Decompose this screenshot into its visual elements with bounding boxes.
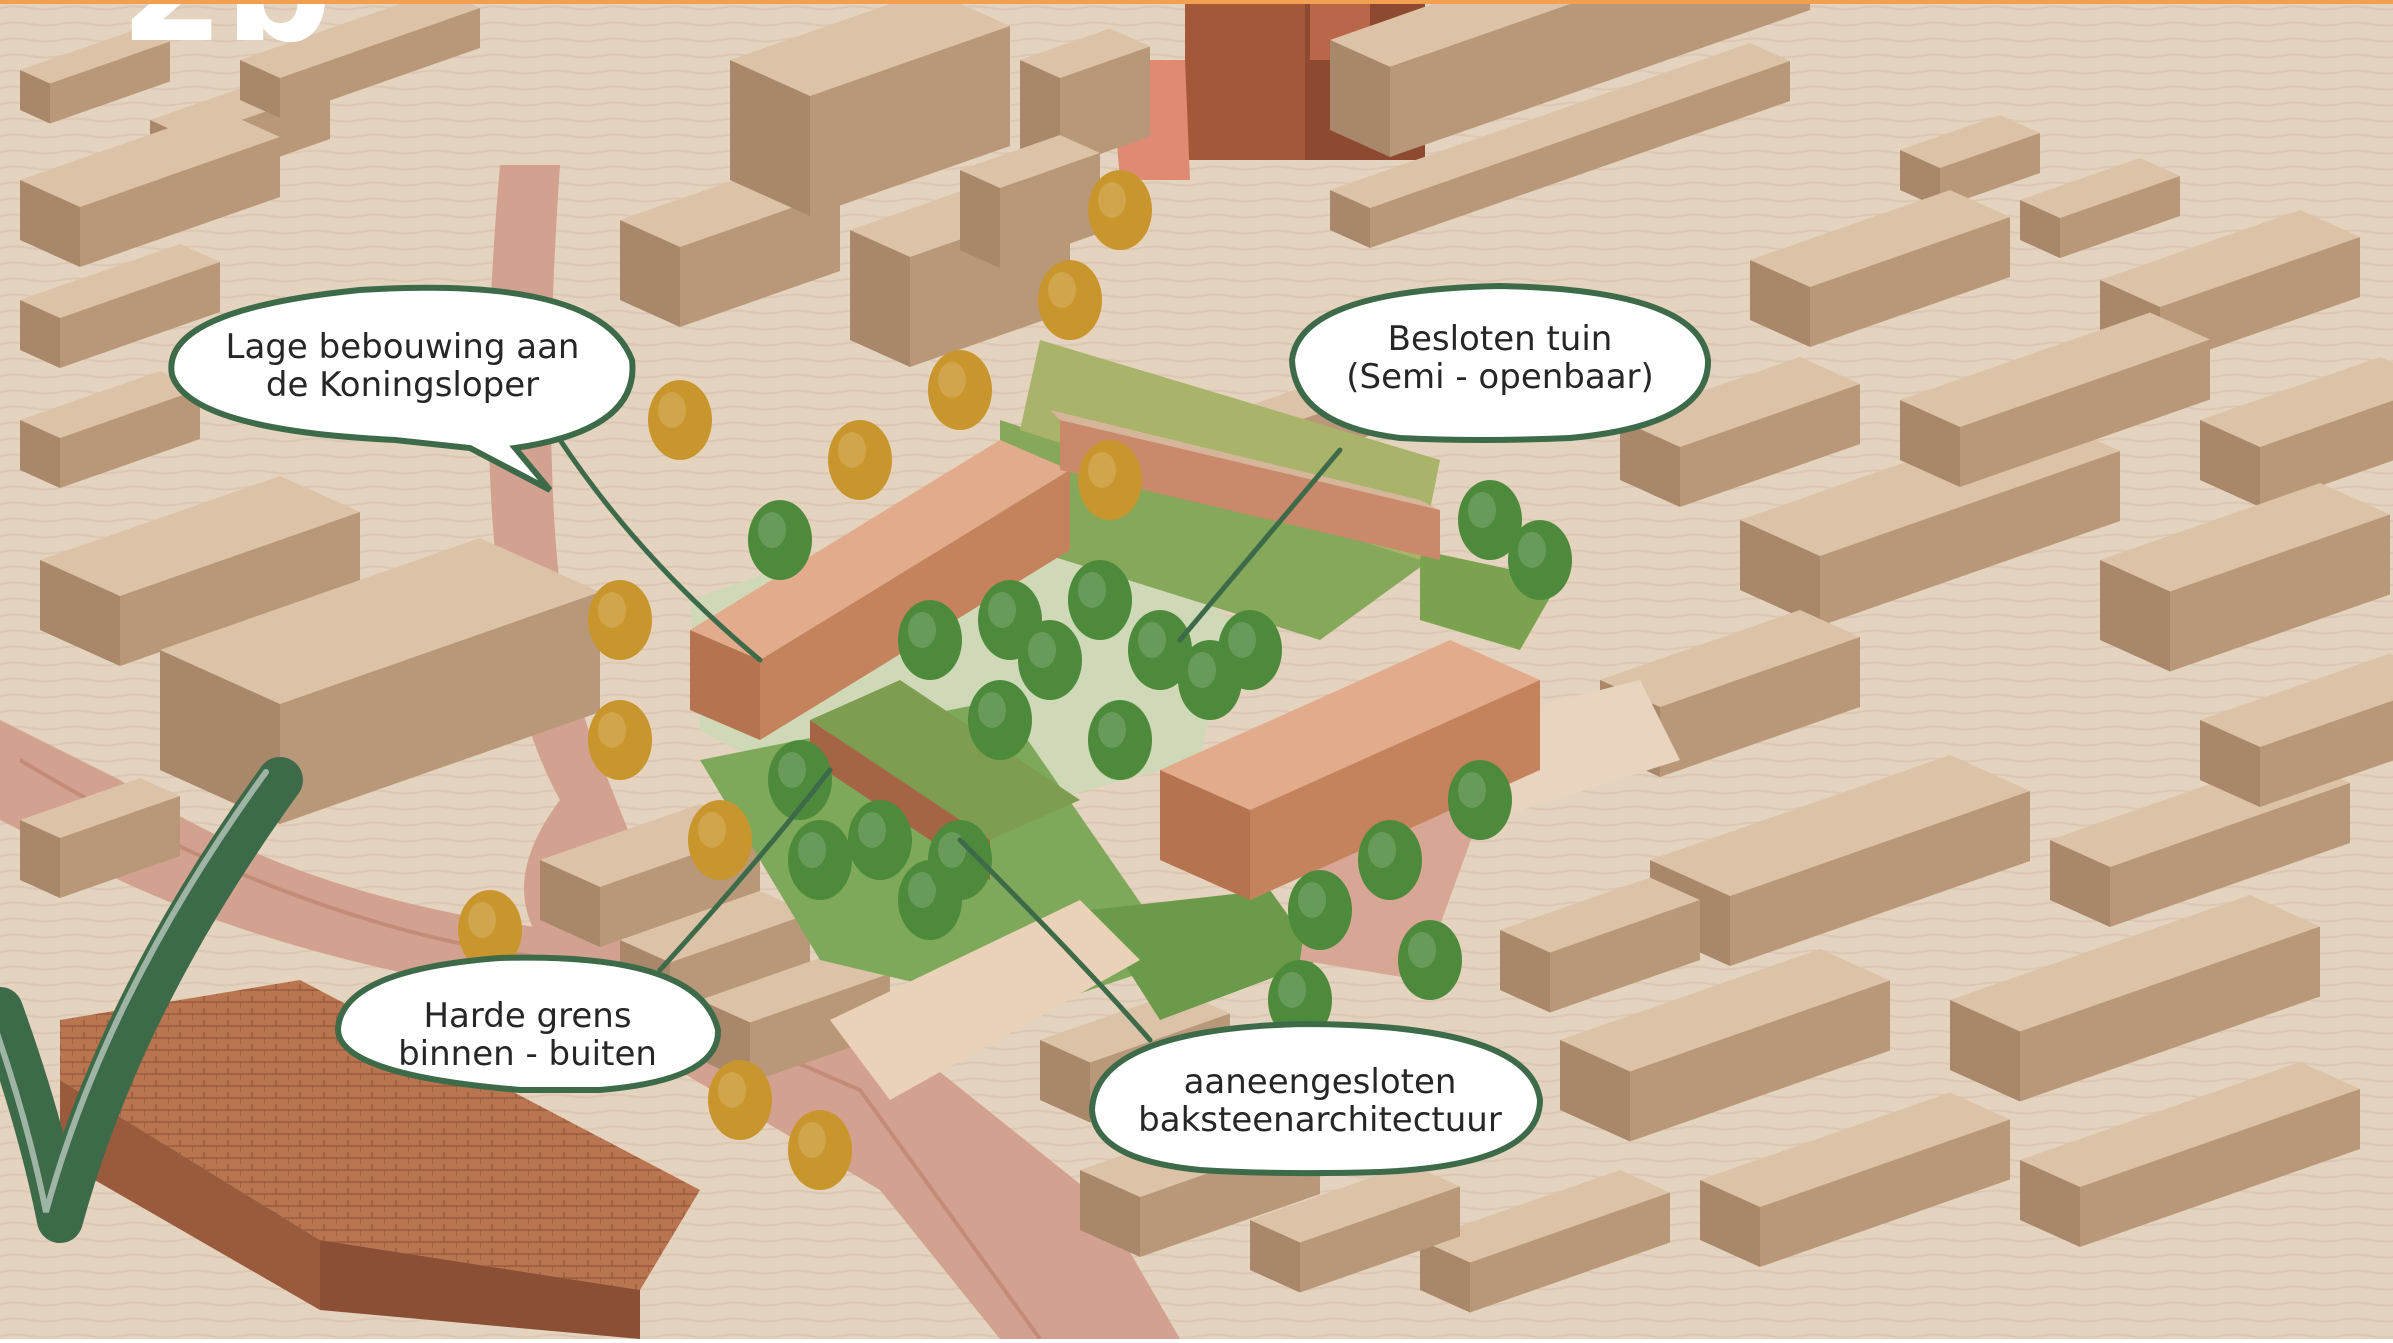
callout-bubble-closed-garden <box>1288 282 1712 443</box>
surrounding-buildings <box>20 0 2393 1313</box>
callout-label-closed-garden: Besloten tuin (Semi - openbaar) <box>1346 319 1654 397</box>
callout-bubbles <box>168 282 1712 1177</box>
top-accent-bar <box>0 0 2393 4</box>
callout-bubble-low-buildings <box>168 284 636 493</box>
callout-label-hard-border: Harde grens binnen - buiten <box>398 996 657 1074</box>
callout-bubble-brick-architecture <box>1088 1020 1544 1177</box>
checkmark-icon <box>0 757 303 1243</box>
callout-label-brick-architecture: aaneengesloten baksteenarchitectuur <box>1138 1062 1502 1140</box>
main-block-east <box>1160 640 1540 900</box>
main-block-west <box>690 440 1070 740</box>
callout-label-low-buildings: Lage bebouwing aan de Koningsloper <box>225 327 580 405</box>
brick-terrace <box>60 980 700 1339</box>
page-number: 2b <box>120 0 332 76</box>
callout-bubble-hard-border <box>334 954 722 1093</box>
trees <box>458 170 1572 1190</box>
callout-lines <box>557 437 1343 1043</box>
row-houses-north <box>1050 410 1440 560</box>
